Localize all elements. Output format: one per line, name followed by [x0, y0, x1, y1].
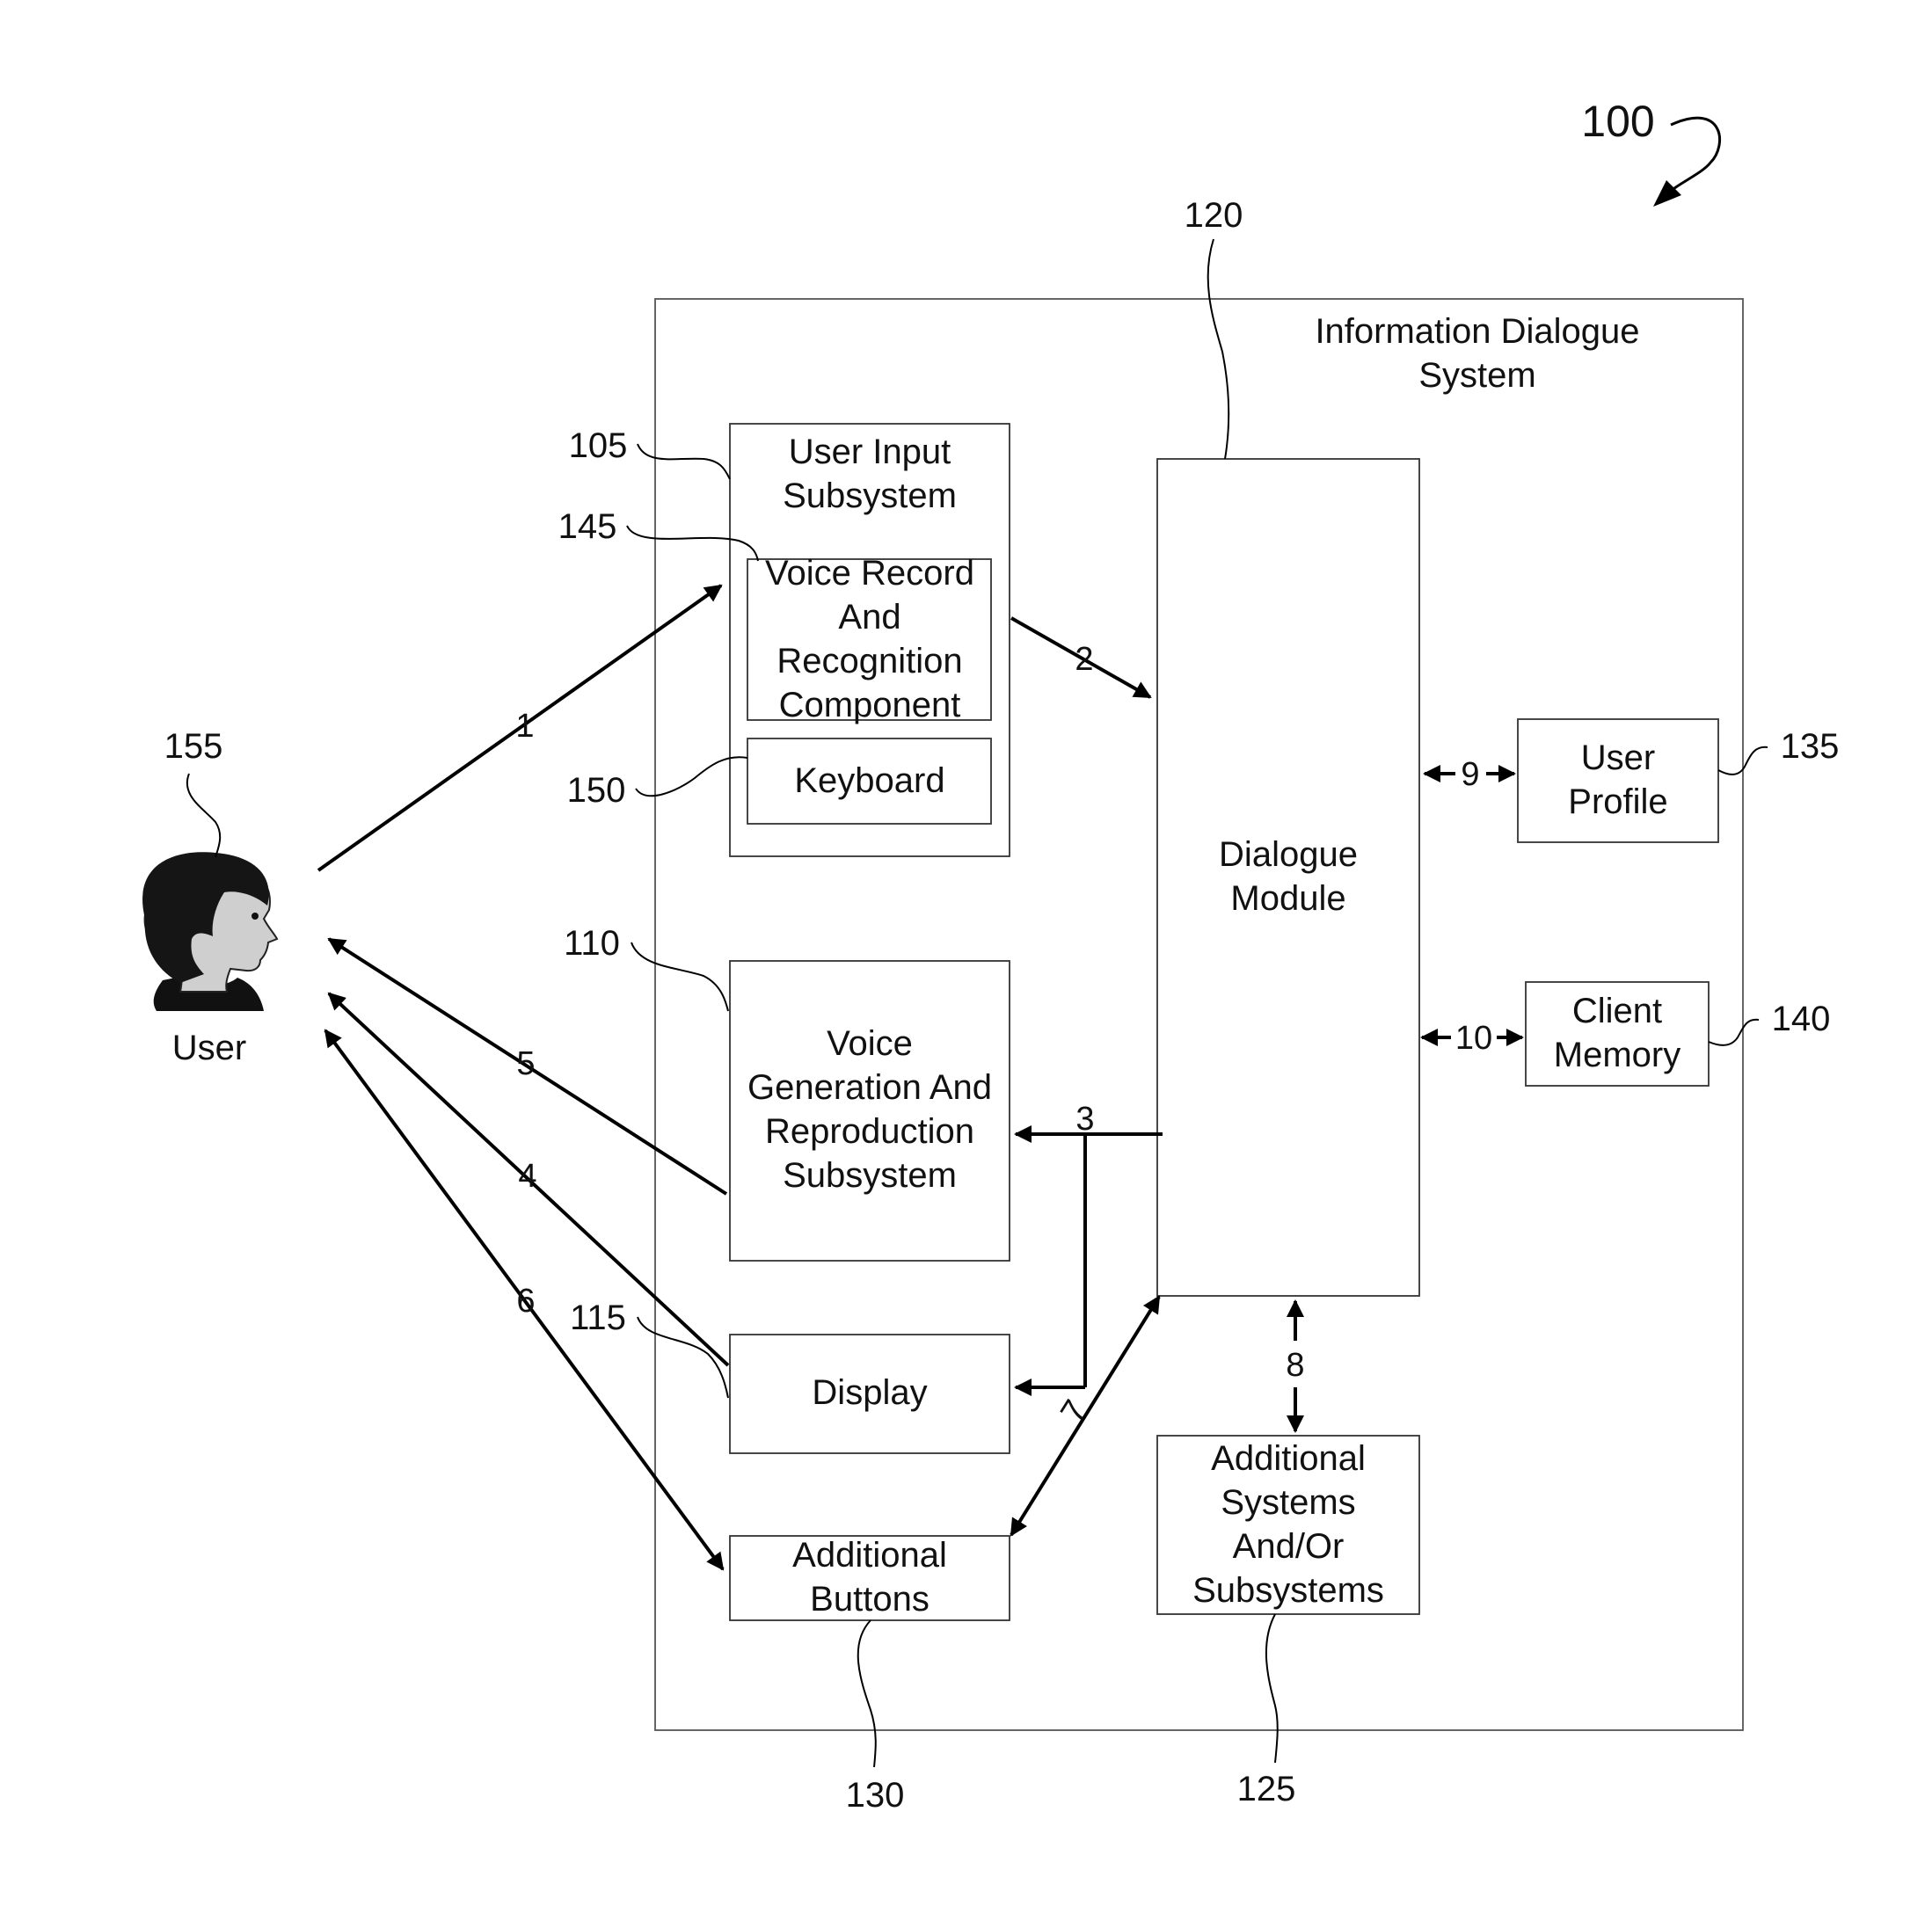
leader-105	[638, 444, 730, 479]
svg-text:6: 6	[516, 1283, 535, 1320]
svg-text:Reproduction: Reproduction	[765, 1112, 974, 1151]
svg-text:Component: Component	[779, 686, 961, 724]
ref-105: 105	[569, 426, 628, 465]
svg-text:Recognition: Recognition	[776, 642, 962, 680]
user-profile-box	[1518, 719, 1718, 842]
leader-110	[631, 942, 728, 1011]
svg-text:Dialogue: Dialogue	[1219, 835, 1358, 874]
svg-text:Module: Module	[1230, 879, 1345, 918]
keyboard-label: Keyboard	[794, 761, 944, 800]
svg-text:Additional: Additional	[1211, 1439, 1366, 1478]
voice-generation-subsystem-box	[730, 961, 1010, 1261]
leader-125	[1266, 1614, 1278, 1763]
figure-ref-label: 100	[1581, 97, 1654, 146]
svg-text:Systems: Systems	[1221, 1483, 1355, 1522]
display-label: Display	[812, 1373, 927, 1412]
connection-2: 2	[1011, 618, 1150, 697]
connection-1: 1	[318, 586, 721, 870]
svg-text:Profile: Profile	[1568, 782, 1667, 821]
ref-155: 155	[164, 727, 223, 766]
svg-text:Voice: Voice	[827, 1024, 913, 1063]
svg-text:Additional: Additional	[792, 1536, 947, 1575]
svg-text:2: 2	[1075, 641, 1093, 678]
svg-text:System: System	[1418, 356, 1535, 395]
connection-8: 8	[1286, 1301, 1304, 1431]
leader-140	[1709, 1020, 1759, 1045]
svg-text:3: 3	[1075, 1101, 1094, 1138]
person-head-icon	[142, 852, 277, 1011]
svg-text:User Input: User Input	[789, 433, 951, 471]
svg-text:And: And	[838, 598, 900, 637]
user-label: User	[172, 1029, 246, 1067]
connection-3: 3	[1016, 1101, 1163, 1387]
connection-10: 10	[1422, 1020, 1522, 1057]
connection-6: 6	[325, 1030, 723, 1569]
svg-text:Generation And: Generation And	[747, 1068, 992, 1107]
svg-text:Subsystem: Subsystem	[783, 1156, 957, 1195]
leader-155	[187, 774, 220, 857]
leader-130	[858, 1620, 876, 1767]
leader-120	[1208, 239, 1229, 459]
ref-110: 110	[564, 924, 620, 963]
connection-5: 5	[329, 939, 726, 1194]
system-title: Information Dialogue System	[1315, 312, 1639, 395]
svg-text:1: 1	[515, 708, 534, 745]
svg-text:10: 10	[1455, 1020, 1492, 1057]
svg-text:Buttons: Buttons	[810, 1580, 930, 1619]
figure-ref: 100	[1581, 97, 1719, 207]
ref-140: 140	[1772, 1000, 1831, 1038]
svg-text:9: 9	[1461, 756, 1479, 793]
svg-text:Information Dialogue: Information Dialogue	[1315, 312, 1639, 351]
svg-text:5: 5	[516, 1045, 535, 1082]
ref-130: 130	[846, 1776, 905, 1815]
ref-135: 135	[1781, 727, 1840, 766]
svg-text:User: User	[1581, 738, 1655, 777]
svg-text:Subsystem: Subsystem	[783, 477, 957, 515]
svg-text:Voice Record: Voice Record	[765, 554, 974, 593]
ref-150: 150	[567, 771, 626, 810]
svg-text:7: 7	[1053, 1394, 1095, 1430]
dialogue-module-box	[1157, 459, 1419, 1296]
svg-text:Client: Client	[1572, 992, 1662, 1030]
ref-145: 145	[558, 507, 617, 546]
ref-125: 125	[1237, 1770, 1296, 1808]
ref-120: 120	[1185, 196, 1243, 235]
svg-text:Memory: Memory	[1554, 1036, 1680, 1074]
svg-text:Subsystems: Subsystems	[1192, 1571, 1384, 1610]
svg-text:And/Or: And/Or	[1233, 1527, 1345, 1566]
svg-text:8: 8	[1286, 1347, 1304, 1384]
connection-9: 9	[1425, 756, 1514, 793]
figure-ref-arrowhead	[1653, 180, 1681, 207]
svg-text:4: 4	[518, 1158, 536, 1195]
ref-115: 115	[570, 1299, 626, 1337]
leader-115	[638, 1317, 728, 1398]
